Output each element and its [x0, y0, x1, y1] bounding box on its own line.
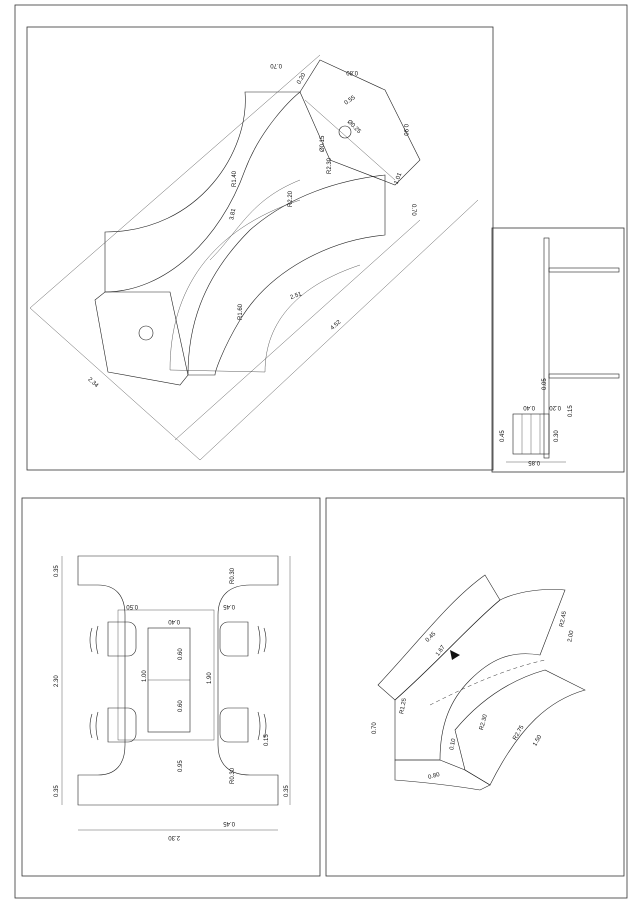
h-platform	[77, 555, 279, 806]
bl-dim-035c: 0.35	[284, 785, 290, 797]
side-dim-030: 0.30	[554, 430, 560, 442]
bl-dim-035b: 0.35	[54, 785, 60, 797]
dim-381: 3.81	[229, 207, 237, 220]
dim-line-long-3	[29, 54, 321, 309]
dim-234: 2.34	[86, 377, 99, 390]
dim-055: 0.55	[344, 95, 358, 107]
upper-centerline	[304, 99, 396, 181]
br-dim-167: 1.67	[435, 644, 447, 658]
bl-dim-100: 1.00	[142, 670, 148, 682]
bl-dim-060b: 0.60	[178, 700, 184, 712]
sheet-border	[14, 4, 628, 899]
chair-bottom-right	[219, 707, 267, 743]
lower-band	[394, 759, 491, 791]
chair-bottom-left	[89, 707, 137, 743]
dim-r220: R2.20	[288, 190, 294, 207]
br-dim-080: 0.80	[428, 772, 441, 781]
bl-dim-050: 0.50	[126, 603, 138, 609]
bl-dim-015: 0.15	[264, 734, 270, 746]
dim-090: 0.90	[402, 124, 408, 136]
br-dim-200: 2.00	[567, 629, 575, 642]
bl-dim-045b: 0.45	[223, 820, 235, 826]
dim-line-452	[174, 219, 421, 441]
dim-452: 4.52	[330, 319, 343, 332]
panel-top-frame	[26, 26, 494, 471]
left-curved-ramp	[104, 91, 301, 293]
dim-r160: R1.60	[238, 303, 244, 320]
panel-br-frame	[325, 497, 625, 877]
br-dim-045: 0.45	[425, 631, 438, 644]
br-dim-150: 1.50	[532, 734, 543, 748]
post-circle	[138, 325, 154, 341]
dim-080a: 0.80	[346, 69, 358, 75]
outer-arc-1	[169, 199, 301, 371]
outer-arc-2	[264, 264, 361, 373]
upper-shelf	[548, 267, 620, 273]
bl-dim-r030a: R0.30	[230, 567, 236, 584]
chair-top-left	[89, 621, 137, 657]
panel-bottom-right-plan: 0.45 1.67 0.70 R1.25 0.80 R2.30 R2.45 2.…	[325, 497, 625, 877]
outer-arc-3	[169, 369, 266, 373]
upper-platform	[299, 59, 421, 186]
br-dim-r230: R2.30	[479, 713, 489, 731]
side-dim-005: 0.05	[542, 378, 548, 390]
panel-top-plan: 0.70 0.20 0.80 0.55 0.90 Ø0.15 Ø0.25 R2.…	[26, 26, 494, 471]
vertical-wall	[543, 237, 550, 459]
chair-top-right	[219, 621, 267, 657]
bl-dim-035a: 0.35	[54, 565, 60, 577]
panel-side-frame	[491, 227, 625, 473]
bl-dim-r030b: R0.30	[230, 767, 236, 784]
br-dim-r275: R2.75	[512, 724, 526, 741]
dim-020: 0.20	[296, 72, 307, 86]
direction-arrow-icon	[450, 650, 460, 660]
side-dim-040: 0.40	[523, 404, 535, 410]
side-dim-045: 0.45	[500, 430, 506, 442]
br-dim-010: 0.10	[449, 737, 457, 750]
panel-side-elevation: 0.05 0.40 0.20 0.15 0.45 0.30 0.85	[491, 227, 625, 473]
bl-dim-190: 1.90	[207, 672, 213, 684]
dim-251: 2.51	[290, 291, 304, 301]
centerline-arc	[429, 659, 546, 706]
ramp-cross-arc	[209, 179, 301, 261]
br-dim-r125: R1.25	[399, 697, 408, 714]
platform-outline	[94, 291, 189, 386]
bl-dim-045a: 0.45	[223, 603, 235, 609]
inner-curved-band	[454, 669, 586, 786]
inner-frame	[117, 609, 215, 741]
side-dim-020: 0.20	[549, 404, 561, 410]
br-dim-070: 0.70	[372, 722, 378, 734]
lower-shelf	[548, 373, 620, 379]
panel-bl-frame	[21, 497, 321, 877]
main-curved-ramp	[394, 589, 566, 761]
outer-curved-band	[377, 574, 501, 701]
bl-dim-095: 0.95	[178, 760, 184, 772]
upper-post-circle	[338, 125, 352, 139]
dim-line-long-1	[29, 307, 201, 461]
side-dim-085: 0.85	[528, 459, 540, 465]
panel-bottom-left-plan: 0.35 2.30 0.35 2.30 R0.30 0.45 0.50 0.40…	[21, 497, 321, 877]
bl-dim-040: 0.40	[168, 618, 180, 624]
dim-r230: R2.30	[327, 157, 333, 174]
side-dim-015: 0.15	[568, 405, 574, 417]
bl-dim-230v: 2.30	[54, 675, 60, 687]
dim-line-long-2	[199, 199, 479, 461]
br-dim-r245: R2.45	[559, 610, 568, 627]
dim-070b: 0.70	[410, 204, 416, 216]
dim-1p: 1.01	[394, 171, 404, 185]
bl-dim-060a: 0.60	[178, 648, 184, 660]
dim-070a: 0.70	[270, 62, 282, 68]
dim-025: Ø0.25	[346, 119, 362, 135]
dim-r140: R1.40	[232, 170, 238, 187]
dim-015a: Ø0.15	[320, 135, 326, 152]
bl-dim-230h: 2.30	[168, 834, 180, 840]
